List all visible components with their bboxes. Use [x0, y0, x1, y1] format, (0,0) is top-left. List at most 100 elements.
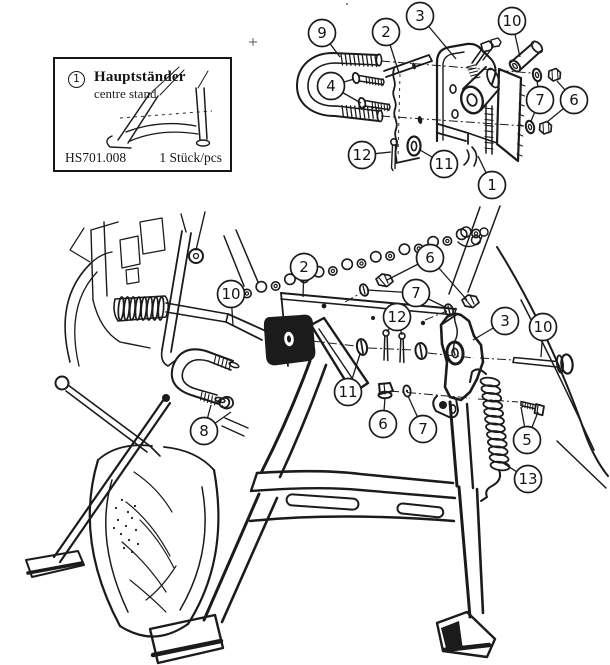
path-stroke: [435, 42, 483, 143]
path-stroke: [392, 68, 420, 164]
ellipse-stroke: [417, 116, 423, 124]
line-stroke: [383, 102, 386, 112]
callout-balloon: [289, 252, 319, 282]
path-stroke: [441, 621, 463, 652]
ellipse-stroke: [466, 93, 478, 107]
callout-number: 10: [502, 12, 521, 30]
callout-balloon: [371, 17, 401, 47]
path-stroke: [249, 38, 257, 46]
nuts-part-6: [538, 67, 562, 135]
ellipse-stroke: [286, 335, 292, 343]
path-stroke: [74, 251, 113, 367]
callout-exploded-7: 7: [525, 85, 555, 115]
g-stroke: [521, 401, 534, 411]
path-stroke: [202, 492, 261, 622]
path-stroke: [397, 73, 401, 159]
path-stroke: [435, 610, 497, 659]
installation-view: [25, 205, 609, 665]
callout-exploded-3: 3: [405, 1, 435, 31]
line-stroke: [366, 105, 370, 119]
path-stroke: [390, 144, 397, 172]
circle-stroke: [389, 138, 398, 147]
tube-part-10: [508, 40, 544, 73]
callout-balloon: [405, 1, 435, 31]
callout-number: 7: [535, 91, 545, 109]
line-stroke: [484, 118, 494, 121]
ellipse-stroke: [414, 342, 428, 360]
line-stroke: [365, 75, 368, 85]
path-stroke: [471, 48, 487, 66]
path-stroke: [125, 122, 197, 133]
circle-stroke: [479, 227, 489, 237]
circle-stroke: [321, 303, 327, 309]
circle-stroke: [385, 251, 396, 262]
path-stroke: [105, 479, 206, 613]
path-stroke: [457, 485, 472, 619]
path-stroke: [280, 292, 457, 310]
path-stroke: [480, 469, 502, 502]
part-box-footer: HS701.008 1 Stück/pcs: [65, 150, 222, 166]
callout-balloon: [477, 170, 507, 200]
path-stroke: [296, 52, 380, 122]
line-stroke: [519, 83, 526, 87]
line-stroke: [468, 70, 479, 74]
line-stroke: [484, 124, 494, 127]
circle-stroke: [341, 258, 354, 271]
path-stroke: [419, 344, 423, 358]
callout-exploded-10: 10: [497, 6, 527, 36]
line-stroke: [466, 64, 476, 68]
circle-stroke: [124, 524, 128, 528]
callout-number: 5: [522, 431, 532, 449]
u-bolt-part-9: [296, 52, 384, 123]
path-stroke: [216, 395, 234, 410]
path-stroke: [64, 263, 91, 363]
line-stroke: [368, 76, 371, 85]
line-stroke: [353, 53, 356, 67]
callout-installation-2: 2: [289, 252, 319, 282]
part-title-en: centre stand: [94, 86, 157, 101]
path-stroke: [440, 314, 457, 326]
path-stroke: [496, 246, 609, 477]
motorcycle-background: [25, 205, 609, 638]
g-stroke: [371, 100, 389, 112]
line-stroke: [354, 105, 357, 119]
callout-balloon: [216, 279, 246, 309]
ellipse-stroke: [449, 84, 457, 95]
callout-balloon: [382, 302, 412, 332]
line-stroke: [531, 403, 534, 411]
ellipse-stroke: [355, 338, 369, 356]
exploded-view: [296, 37, 562, 172]
line-stroke: [374, 54, 378, 68]
callout-number: 13: [518, 470, 537, 488]
ellipse-stroke: [527, 123, 533, 131]
path-stroke: [161, 230, 192, 353]
line-stroke: [521, 401, 524, 408]
callout-number: 6: [378, 415, 388, 433]
path-stroke: [88, 458, 122, 628]
callout-installation-8: 8: [189, 416, 219, 446]
line-stroke: [357, 54, 361, 67]
callout-balloon: [512, 425, 542, 455]
line-stroke: [484, 107, 494, 110]
line-stroke: [349, 105, 353, 119]
callout-number: 12: [352, 146, 371, 164]
washer-part-11: [406, 135, 422, 157]
g-stroke: [199, 391, 217, 406]
path-stroke: [225, 313, 269, 341]
circle-stroke: [120, 498, 124, 502]
circle-stroke: [270, 280, 281, 291]
line-stroke: [210, 395, 214, 405]
line-stroke: [519, 93, 526, 97]
circle-stroke: [255, 280, 268, 293]
ellipse-stroke: [157, 296, 165, 321]
path-stroke: [180, 211, 206, 251]
path-stroke: [150, 638, 224, 658]
callout-balloon: [316, 71, 346, 101]
ellipse-stroke: [410, 140, 418, 152]
path-stroke: [551, 69, 559, 81]
item-number-badge: 1: [68, 71, 85, 88]
path-stroke: [533, 403, 545, 417]
callout-exploded-9: 9: [307, 18, 337, 48]
callout-exploded-12: 12: [347, 140, 377, 170]
line-stroke: [220, 357, 225, 368]
